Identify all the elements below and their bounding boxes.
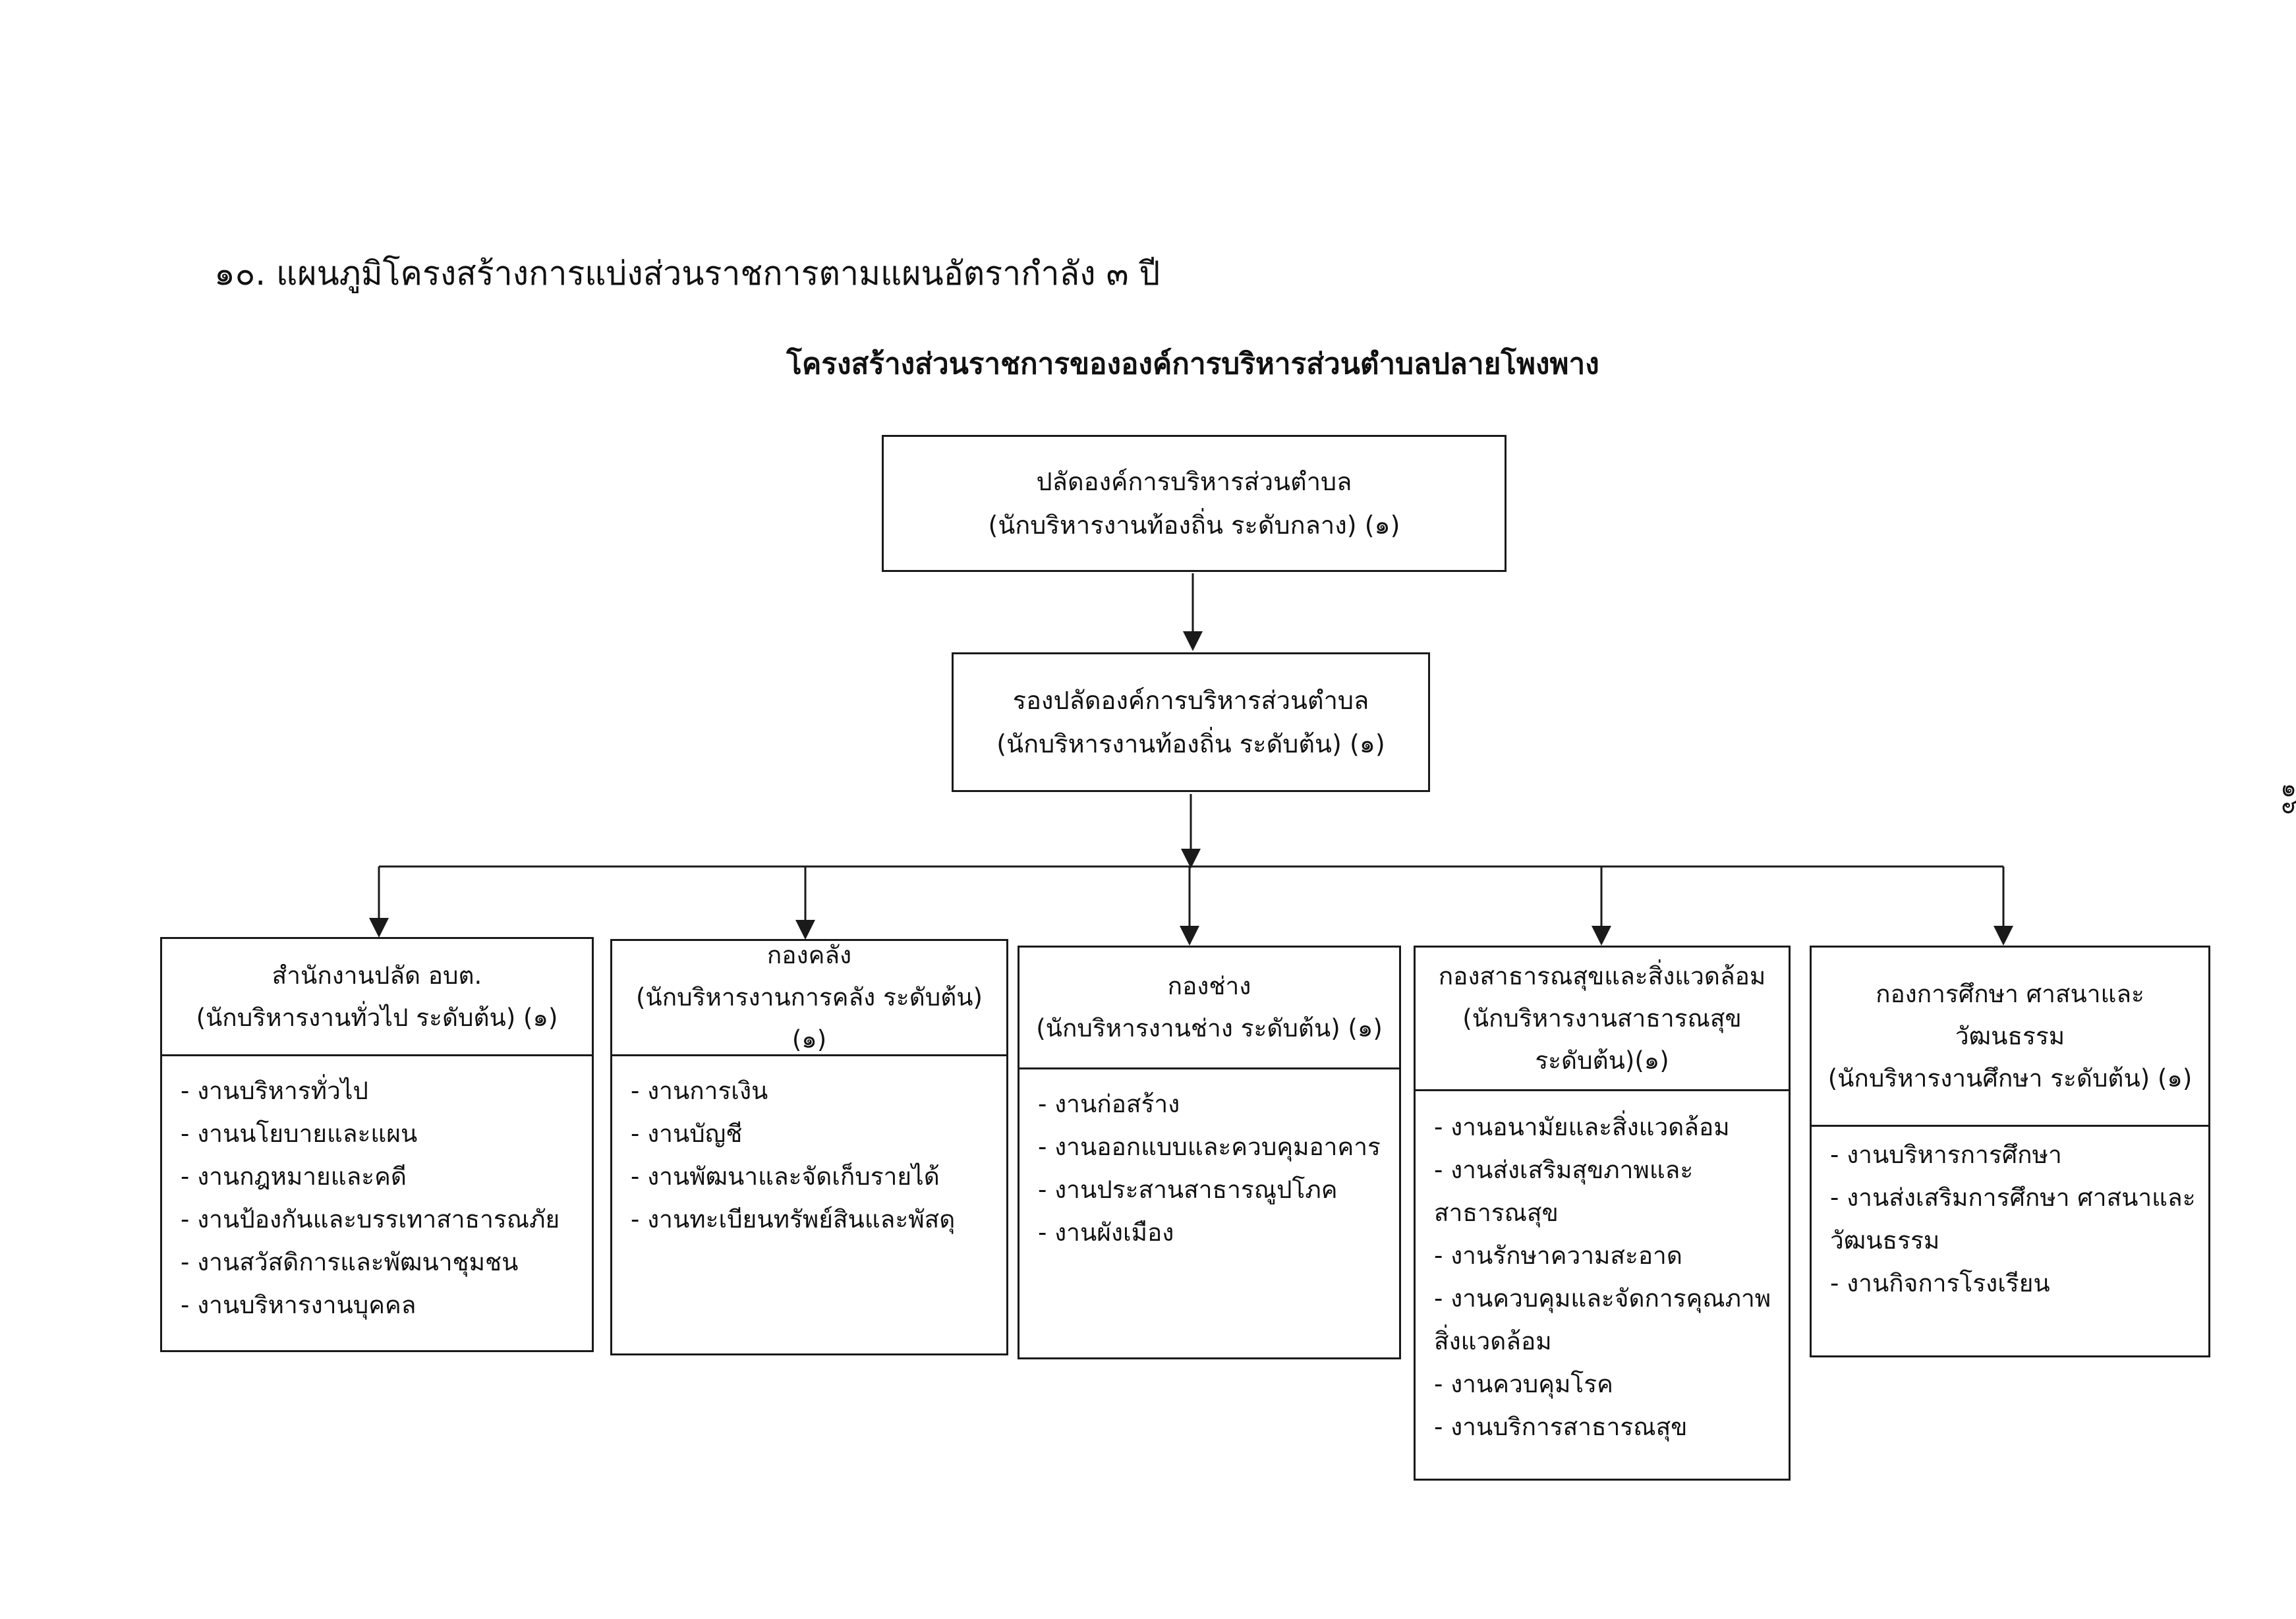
task-list: - งานก่อสร้าง - งานออกแบบและควบคุมอาคาร … (1019, 1069, 1399, 1254)
task-item: - งานบริหารงานบุคคล (181, 1291, 416, 1319)
task-item: - งานบริหารการศึกษา (1830, 1141, 2062, 1169)
task-item: - งานพัฒนาและจัดเก็บรายได้ (631, 1162, 940, 1191)
task-item: - งานทะเบียนทรัพย์สินและพัสดุ (631, 1205, 956, 1234)
task-item: - งานบริการสาธารณสุข (1434, 1413, 1688, 1441)
department-position: (นักบริหารงานช่าง ระดับต้น) (๑) (1036, 1014, 1383, 1042)
task-item: - งานนโยบายและแผน (181, 1120, 418, 1148)
department-position: (นักบริหารงานสาธารณสุข (1462, 1004, 1742, 1033)
task-item-continued: สาธารณสุข (1434, 1199, 1559, 1227)
department-header: กองการศึกษา ศาสนาและ วัฒนธรรม (นักบริหาร… (1812, 948, 2208, 1127)
department-box: กองคลัง (นักบริหารงานการคลัง ระดับต้น)(๑… (610, 939, 1008, 1355)
department-name-continued: วัฒนธรรม (1955, 1021, 2065, 1050)
task-item: - งานกฎหมายและคดี (181, 1162, 407, 1191)
top-position-subtitle: (นักบริหารงานท้องถิ่น ระดับกลาง) (๑) (988, 511, 1400, 540)
department-name: กองคลัง (766, 941, 852, 969)
chart-title: โครงสร้างส่วนราชการขององค์การบริหารส่วนต… (786, 347, 1599, 381)
document-heading: ๑๐. แผนภูมิโครงสร้างการแบ่งส่วนราชการตาม… (214, 254, 1161, 293)
deputy-position-subtitle: (นักบริหารงานท้องถิ่น ระดับต้น) (๑) (996, 729, 1385, 758)
task-item: - งานควบคุมและจัดการคุณภาพ (1434, 1284, 1771, 1313)
task-list: - งานบริหารทั่วไป - งานนโยบายและแผน - งา… (162, 1056, 592, 1326)
task-item: - งานรักษาความสะอาด (1434, 1241, 1682, 1270)
department-header: สำนักงานปลัด อบต. (นักบริหารงานทั่วไป ระ… (162, 939, 592, 1056)
department-header: กองสาธารณสุขและสิ่งแวดล้อม (นักบริหารงาน… (1416, 948, 1789, 1091)
task-list: - งานบริหารการศึกษา - งานส่งเสริมการศึกษ… (1812, 1127, 2208, 1305)
task-item: - งานประสานสาธารณูปโภค (1038, 1176, 1338, 1204)
department-name: กองช่าง (1167, 972, 1251, 1000)
task-item-continued: สิ่งแวดล้อม (1434, 1327, 1552, 1355)
task-item: - งานบริหารทั่วไป (181, 1077, 368, 1105)
department-position-level: ระดับต้น)(๑) (1535, 1046, 1669, 1075)
task-item: - งานควบคุมโรค (1434, 1370, 1613, 1398)
task-item: - งานอนามัยและสิ่งแวดล้อม (1434, 1113, 1730, 1141)
department-box: กองการศึกษา ศาสนาและ วัฒนธรรม (นักบริหาร… (1810, 946, 2210, 1357)
department-name: กองการศึกษา ศาสนาและ (1876, 979, 2144, 1008)
department-position: (นักบริหารงานการคลัง ระดับต้น)(๑) (636, 983, 983, 1054)
task-item: - งานการเงิน (631, 1077, 768, 1105)
department-box: สำนักงานปลัด อบต. (นักบริหารงานทั่วไป ระ… (160, 937, 594, 1352)
task-item: - งานผังเมือง (1038, 1218, 1174, 1247)
top-position-title: ปลัดองค์การบริหารส่วนตำบล (1036, 467, 1352, 496)
department-name: กองสาธารณสุขและสิ่งแวดล้อม (1438, 961, 1766, 990)
task-list: - งานอนามัยและสิ่งแวดล้อม - งานส่งเสริมส… (1416, 1091, 1789, 1448)
task-item: - งานส่งเสริมสุขภาพและ (1434, 1156, 1694, 1184)
task-item: - งานออกแบบและควบคุมอาคาร (1038, 1133, 1381, 1161)
department-header: กองช่าง (นักบริหารงานช่าง ระดับต้น) (๑) (1019, 948, 1399, 1069)
task-item: - งานป้องกันและบรรเทาสาธารณภัย (181, 1205, 560, 1234)
task-item-continued: วัฒนธรรม (1830, 1226, 1940, 1255)
deputy-position-title: รองปลัดองค์การบริหารส่วนตำบล (1012, 686, 1369, 715)
department-box: กองช่าง (นักบริหารงานช่าง ระดับต้น) (๑) … (1018, 946, 1401, 1359)
task-item: - งานบัญชี (631, 1120, 743, 1148)
department-header: กองคลัง (นักบริหารงานการคลัง ระดับต้น)(๑… (612, 941, 1006, 1056)
deputy-position-box: รองปลัดองค์การบริหารส่วนตำบล (นักบริหารง… (952, 652, 1430, 792)
department-box: กองสาธารณสุขและสิ่งแวดล้อม (นักบริหารงาน… (1414, 946, 1791, 1481)
task-item: - งานก่อสร้าง (1038, 1090, 1180, 1118)
task-item: - งานกิจการโรงเรียน (1830, 1269, 2050, 1297)
department-name: สำนักงานปลัด อบต. (272, 961, 482, 990)
task-item: - งานส่งเสริมการศึกษา ศาสนาและ (1830, 1183, 2196, 1212)
department-position: (นักบริหารงานศึกษา ระดับต้น) (๑) (1827, 1064, 2193, 1093)
department-position: (นักบริหารงานทั่วไป ระดับต้น) (๑) (196, 1003, 558, 1032)
task-list: - งานการเงิน - งานบัญชี - งานพัฒนาและจัด… (612, 1056, 1006, 1241)
task-item: - งานสวัสดิการและพัฒนาชุมชน (181, 1248, 519, 1276)
top-position-box: ปลัดองค์การบริหารส่วนตำบล (นักบริหารงานท… (882, 435, 1507, 572)
